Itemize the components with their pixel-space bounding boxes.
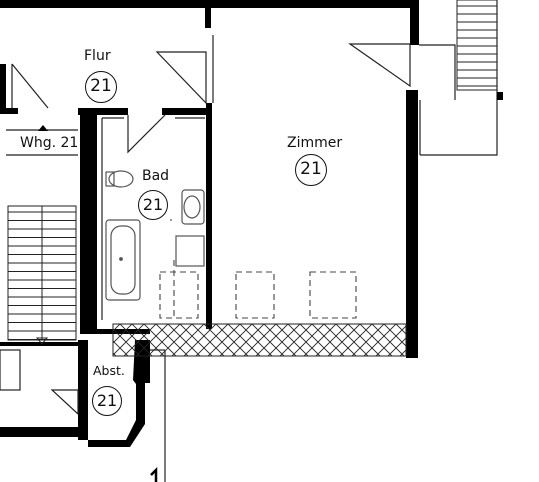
- room-label-abst: Abst.: [93, 363, 125, 378]
- wall-abst-bottom-left: [0, 427, 88, 437]
- room-number-flur: 21: [85, 71, 117, 103]
- dashed-fixtures: [159, 260, 357, 320]
- staircase-right: [456, 0, 503, 100]
- whg-marker-icon: [38, 125, 48, 131]
- doors: [11, 43, 411, 416]
- shower-cabinet: [175, 235, 205, 267]
- thin-lines: [0, 0, 498, 482]
- wall-flur-left: [0, 64, 6, 112]
- wall-bad-flur-top2: [162, 108, 210, 115]
- wall-abst-left: [78, 340, 88, 440]
- wall-bad-zimmer: [205, 0, 211, 28]
- room-number-abst: 21: [92, 386, 122, 416]
- room-label-zimmer: Zimmer: [287, 135, 343, 151]
- room-number-bad: 21: [138, 190, 168, 220]
- room-label-bad: Bad: [142, 168, 170, 184]
- corner-mark-icon: [150, 466, 158, 482]
- staircase-left: [7, 205, 77, 341]
- wall-top-left: [0, 0, 210, 8]
- hatched-strip: [112, 323, 407, 357]
- wall-whg-left: [0, 342, 80, 346]
- wall-upper-right: [410, 0, 419, 45]
- wall-bad-left: [80, 110, 97, 332]
- washbasin: [181, 189, 205, 225]
- apartment-label: Whg. 21: [20, 135, 79, 151]
- room-number-zimmer: 21: [295, 154, 327, 186]
- wall-zimmer-right: [406, 90, 418, 358]
- wall-whg-horizontal: [0, 108, 18, 114]
- walls: [0, 0, 419, 447]
- stair-arrow-icon: [35, 337, 49, 345]
- door-zimmer: [155, 51, 207, 105]
- wall-top-right: [205, 0, 418, 8]
- door-bad: [127, 114, 166, 154]
- door-upper-right: [348, 43, 411, 88]
- door-abst: [50, 389, 79, 416]
- room-label-flur: Flur: [84, 48, 111, 64]
- wall-bad-flur-top: [78, 108, 128, 115]
- wall-bad-zimmer2: [206, 103, 212, 329]
- bathtub: [105, 219, 141, 301]
- door-flur-entry: [11, 63, 49, 109]
- wc: [105, 170, 134, 188]
- wall-abst-right: [88, 340, 150, 447]
- bath-fixtures: [105, 170, 205, 301]
